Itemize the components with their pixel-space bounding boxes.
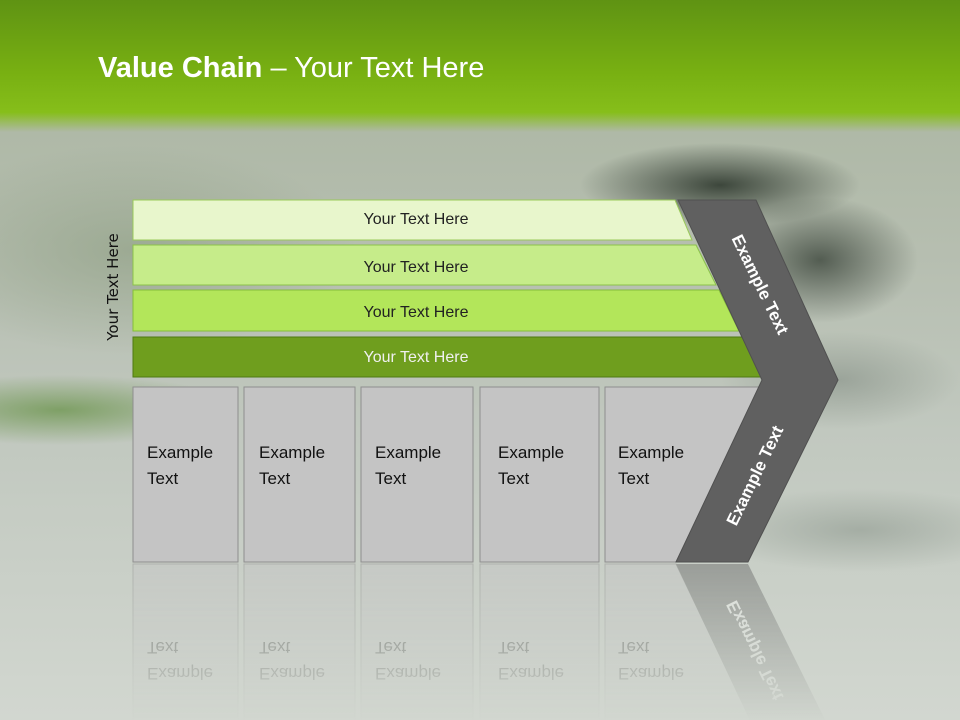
svg-text:Example: Example (375, 664, 441, 683)
svg-text:Text: Text (147, 638, 178, 657)
box-4-line1: Example (498, 443, 564, 462)
box-4-line2: Text (498, 469, 529, 488)
row-2-label: Your Text Here (364, 259, 469, 276)
row-4: Your Text Here (132, 336, 764, 378)
row-3-label: Your Text Here (364, 304, 469, 321)
row-2: Your Text Here (132, 244, 717, 286)
box-2-shape (243, 386, 356, 563)
box-2-line2: Text (259, 469, 290, 488)
title-bold: Value Chain (98, 52, 263, 84)
svg-text:Example: Example (147, 664, 213, 683)
box-2: Example Text (243, 386, 356, 563)
box-5-line1: Example (618, 443, 684, 462)
box-1-shape (132, 386, 239, 563)
row-1-shape (132, 199, 693, 241)
title-rest: – Your Text Here (262, 52, 485, 84)
chevron-shape (675, 199, 839, 563)
title-band (0, 0, 960, 132)
svg-text:Text: Text (375, 638, 406, 657)
box-5-line2: Text (618, 469, 649, 488)
box-1-line2: Text (147, 469, 178, 488)
box-3-line1: Example (375, 443, 441, 462)
svg-text:Example: Example (618, 664, 684, 683)
box-5: Example Text (604, 386, 761, 563)
row-3: Your Text Here (132, 289, 740, 332)
box-3-shape (360, 386, 474, 563)
svg-text:Example: Example (259, 664, 325, 683)
box-3-line2: Text (375, 469, 406, 488)
row-4-label: Your Text Here (364, 349, 469, 366)
row-1-label: Your Text Here (364, 211, 469, 228)
box-4-shape (479, 386, 600, 563)
box-3: Example Text (360, 386, 474, 563)
svg-text:Text: Text (618, 638, 649, 657)
box-4: Example Text (479, 386, 600, 563)
svg-text:Text: Text (498, 638, 529, 657)
svg-text:Example: Example (498, 664, 564, 683)
row-2-shape (132, 244, 717, 286)
row-1: Your Text Here (132, 199, 693, 241)
slide-title: Value Chain – Your Text Here (98, 52, 484, 85)
box-2-line1: Example (259, 443, 325, 462)
box-1: Example Text (132, 386, 239, 563)
reflection: Example Text Example Text Example Text E… (132, 563, 826, 720)
svg-text:Text: Text (259, 638, 290, 657)
box-1-line1: Example (147, 443, 213, 462)
